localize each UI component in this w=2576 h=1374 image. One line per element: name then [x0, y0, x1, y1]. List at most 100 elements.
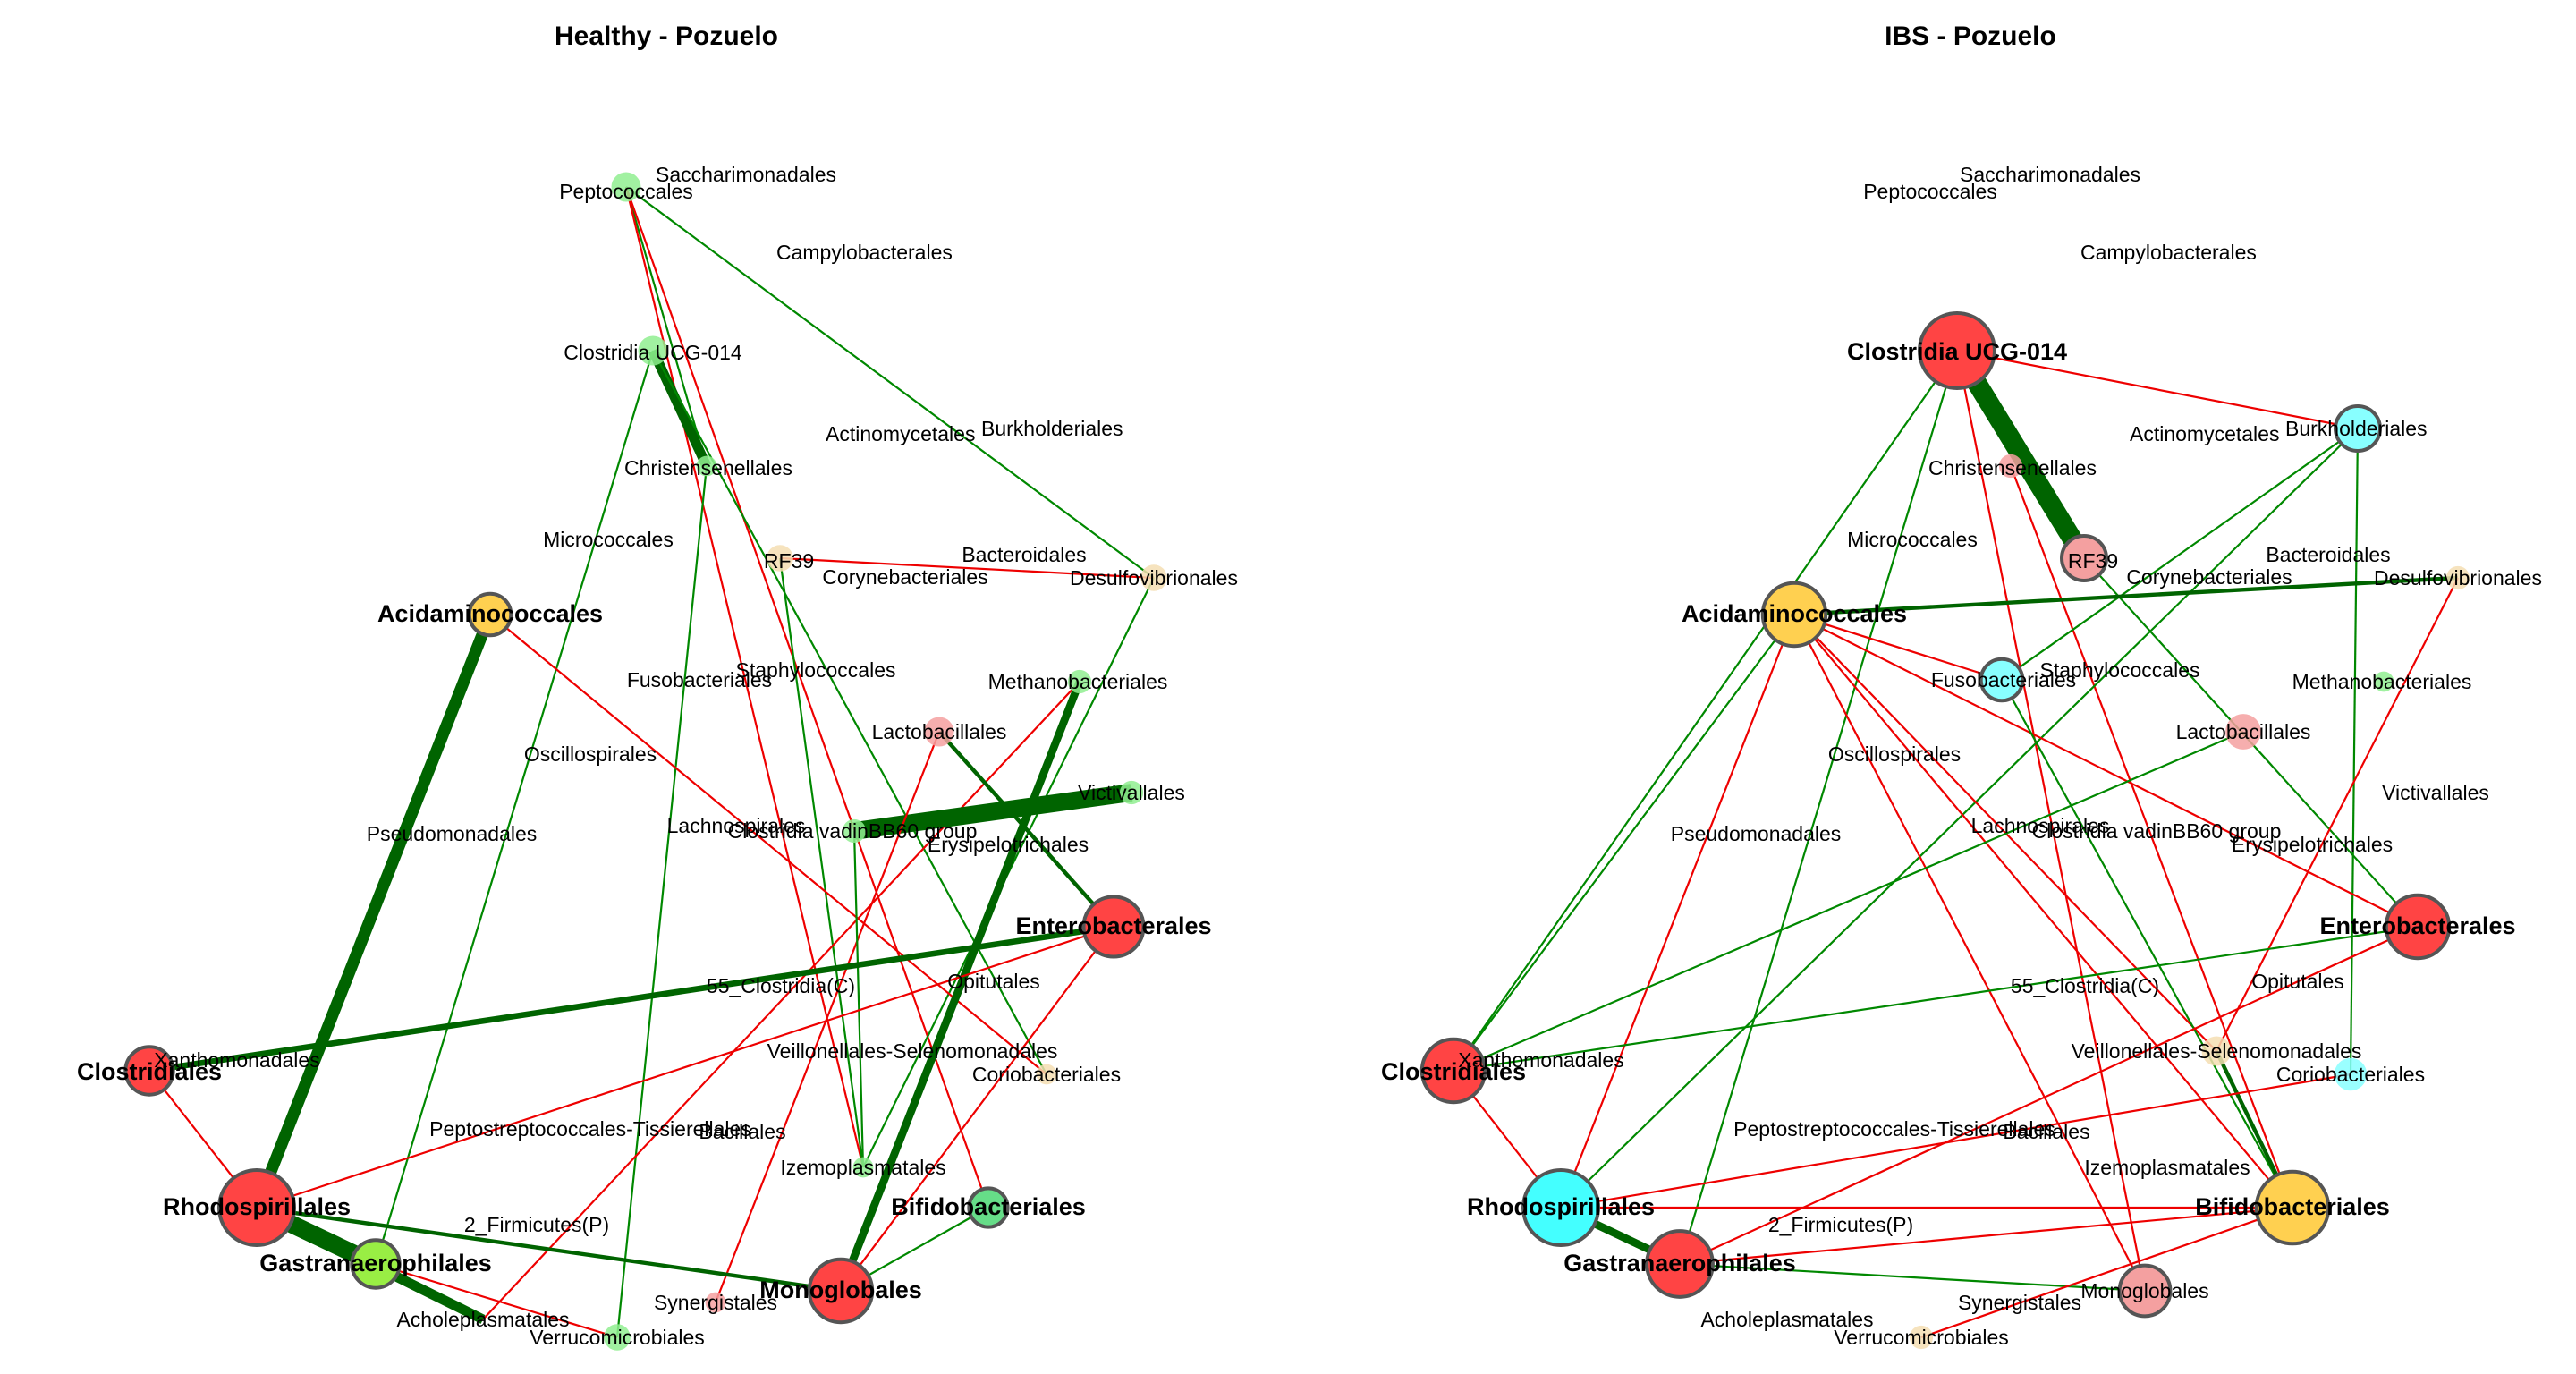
- ibs-label-clostridiavadin: Clostridia vadinBB60 group: [2032, 819, 2282, 843]
- ibs-label-monoglobales: Monoglobales: [2080, 1279, 2208, 1302]
- ibs-label-staphylococcales: Staphylococcales: [2040, 658, 2200, 682]
- ibs-node-christensenellales: [1998, 454, 2023, 479]
- healthy-label-burkholderiales: Burkholderiales: [981, 417, 1123, 440]
- healthy-node-desulfovibrionales: [1140, 564, 1167, 591]
- ibs-label-lactobacillales: Lactobacillales: [2176, 720, 2311, 743]
- ibs-node-lactobacillales: [2225, 714, 2261, 750]
- healthy-edge-clostridiavadin-izemoplasmatales: [852, 830, 865, 1168]
- ibs-node-monoglobales: [2117, 1263, 2173, 1319]
- healthy-label-staphylococcales: Staphylococcales: [736, 658, 896, 682]
- healthy-edge-enterobacterales-clostridiales: [148, 923, 1114, 1074]
- ibs-label-desulfovibrionales: Desulfovibrionales: [2374, 566, 2542, 589]
- healthy-label-bifidobacteriales: Bifidobacteriales: [891, 1193, 1086, 1220]
- healthy-network-panel: Healthy - Pozuelo PeptococcalesSaccharim…: [77, 21, 1238, 1351]
- healthy-node-christensenellales: [696, 455, 717, 477]
- healthy-label-lachnospirales: Lachnospirales: [667, 814, 806, 837]
- healthy-label-campylobacterales: Campylobacterales: [776, 241, 953, 264]
- ibs-network-panel: IBS - Pozuelo PeptococcalesSaccharimonad…: [1381, 21, 2542, 1350]
- healthy-edge-rhodospirillales-monoglobales: [256, 1205, 842, 1293]
- healthy-label-gastranaerophilales: Gastranaerophilales: [259, 1250, 492, 1276]
- ibs-edge-clostridiaucg014-burkholderiales: [1956, 349, 2359, 430]
- healthy-label-clostridiaucg014: Clostridia UCG-014: [564, 341, 742, 364]
- healthy-node-peptococcales: [611, 172, 641, 202]
- ibs-label-actinomycetales: Actinomycetales: [2130, 422, 2279, 445]
- healthy-label-actinomycetales: Actinomycetales: [826, 422, 975, 445]
- ibs-label-peptococcales: Peptococcales: [1863, 180, 1997, 203]
- healthy-edge-enterobacterales-rhodospirillales: [256, 925, 1114, 1209]
- healthy-label-pseudomonadales: Pseudomonadales: [367, 822, 538, 845]
- healthy-label-clostridia55: 55_Clostridia(C): [707, 974, 855, 997]
- healthy-label-clostridiavadin: Clostridia vadinBB60 group: [728, 819, 978, 843]
- ibs-node-gastranaerophilales: [1645, 1229, 1715, 1299]
- healthy-label-acholeplasmatales: Acholeplasmatales: [396, 1308, 569, 1331]
- ibs-label-opitutales: Opitutales: [2251, 970, 2344, 993]
- healthy-node-methanobacteriales: [1067, 669, 1092, 694]
- ibs-edge-acidaminococcales-enterobacterales: [1793, 614, 2419, 928]
- ibs-node-burkholderiales: [2334, 404, 2382, 453]
- healthy-edge-methanobacteriales-acholeplasmatales: [482, 681, 1080, 1320]
- ibs-label-veillonellales: Veillonellales-Selenomonadales: [2072, 1039, 2362, 1063]
- healthy-label-methanobacteriales: Methanobacteriales: [988, 670, 1168, 693]
- ibs-edge-burkholderiales-rhodospirillales: [1560, 428, 2359, 1209]
- healthy-edge-acidaminococcales-rhodospirillales: [250, 612, 496, 1210]
- healthy-label-bacillales: Bacillales: [699, 1120, 785, 1143]
- healthy-label-saccharimonadales: Saccharimonadales: [656, 163, 836, 186]
- healthy-edge-victivallales-clostridiavadin: [852, 784, 1133, 840]
- ibs-label-saccharimonadales: Saccharimonadales: [1960, 163, 2140, 186]
- ibs-node-clostridiaucg014: [1918, 311, 1996, 390]
- ibs-edge-acidaminococcales-rhodospirillales: [1559, 614, 1796, 1209]
- ibs-edge-clostridiaucg014-rf39: [1948, 345, 2093, 564]
- ibs-node-coriobacteriales: [2334, 1057, 2368, 1091]
- ibs-label-rhodospirillales: Rhodospirillales: [1467, 1193, 1655, 1220]
- ibs-label-clostridia55: 55_Clostridia(C): [2011, 974, 2159, 997]
- healthy-label-christensenellales: Christensenellales: [624, 456, 792, 479]
- ibs-edge-acidaminococcales-clostridiales: [1453, 614, 1795, 1072]
- healthy-label-firmicutes2: 2_Firmicutes(P): [464, 1213, 609, 1236]
- ibs-edge-acidaminococcales-monoglobales: [1793, 614, 2146, 1292]
- ibs-edge-acidaminococcales-fusobacteriales: [1793, 613, 2003, 682]
- ibs-label-bacillales: Bacillales: [2003, 1120, 2089, 1143]
- ibs-label-gastranaerophilales: Gastranaerophilales: [1563, 1250, 1796, 1276]
- ibs-edge-christensenellales-bifidobacteriales: [2009, 465, 2294, 1209]
- healthy-label-xanthomonadales: Xanthomonadales: [154, 1048, 319, 1072]
- healthy-node-bifidobacteriales: [967, 1186, 1010, 1229]
- ibs-node-acidaminococcales: [1760, 581, 1828, 649]
- healthy-edge-clostridiaucg014-gastranaerophilales: [374, 350, 655, 1265]
- healthy-label-bacteroidales: Bacteroidales: [962, 543, 1086, 566]
- ibs-node-methanobacteriales: [2373, 671, 2394, 692]
- ibs-label-lachnospirales: Lachnospirales: [1971, 814, 2110, 837]
- ibs-nodes: [1419, 311, 2470, 1350]
- healthy-node-rf39: [767, 545, 793, 572]
- healthy-label-lactobacillales: Lactobacillales: [872, 720, 1007, 743]
- healthy-label-peptostreptococcales: Peptostreptococcales-Tissierellales: [429, 1117, 751, 1141]
- healthy-edge-methanobacteriales-monoglobales: [836, 680, 1084, 1293]
- healthy-label-coriobacteriales: Coriobacteriales: [972, 1063, 1121, 1086]
- ibs-label-acidaminococcales: Acidaminococcales: [1682, 600, 1907, 627]
- ibs-label-acholeplasmatales: Acholeplasmatales: [1700, 1308, 1873, 1331]
- ibs-label-synergistales: Synergistales: [1958, 1291, 2081, 1314]
- healthy-node-izemoplasmatales: [852, 1157, 874, 1178]
- healthy-panel-title: Healthy - Pozuelo: [555, 21, 778, 51]
- ibs-node-clostridiales: [1419, 1037, 1487, 1105]
- ibs-edge-acidaminococcales-bifidobacteriales: [1793, 614, 2293, 1209]
- healthy-edge-peptococcales-desulfovibrionales: [625, 186, 1155, 579]
- healthy-label-rf39: RF39: [764, 549, 814, 572]
- ibs-node-enterobacterales: [2384, 893, 2452, 961]
- ibs-edge-clostridiaucg014-gastranaerophilales: [1678, 350, 1959, 1265]
- healthy-edge-lactobacillales-enterobacterales: [937, 730, 1115, 929]
- healthy-node-acidaminococcales: [467, 591, 513, 638]
- ibs-edge-clostridiaucg014-monoglobales: [1955, 350, 2147, 1292]
- ibs-label-campylobacterales: Campylobacterales: [2080, 241, 2257, 264]
- ibs-label-methanobacteriales: Methanobacteriales: [2292, 670, 2472, 693]
- ibs-edge-enterobacterales-clostridiales: [1453, 925, 2419, 1073]
- healthy-edge-rf39-izemoplasmatales: [778, 557, 865, 1168]
- healthy-label-monoglobales: Monoglobales: [759, 1276, 922, 1303]
- ibs-label-oscillospirales: Oscillospirales: [1828, 742, 1961, 766]
- healthy-node-enterobacterales: [1081, 895, 1146, 959]
- ibs-label-verrucomicrobiales: Verrucomicrobiales: [1834, 1326, 2009, 1349]
- ibs-label-burkholderiales: Burkholderiales: [2285, 417, 2428, 440]
- ibs-label-bifidobacteriales: Bifidobacteriales: [2195, 1193, 2390, 1220]
- ibs-edge-burkholderiales-coriobacteriales: [2349, 428, 2360, 1075]
- healthy-label-micrococcales: Micrococcales: [543, 528, 674, 551]
